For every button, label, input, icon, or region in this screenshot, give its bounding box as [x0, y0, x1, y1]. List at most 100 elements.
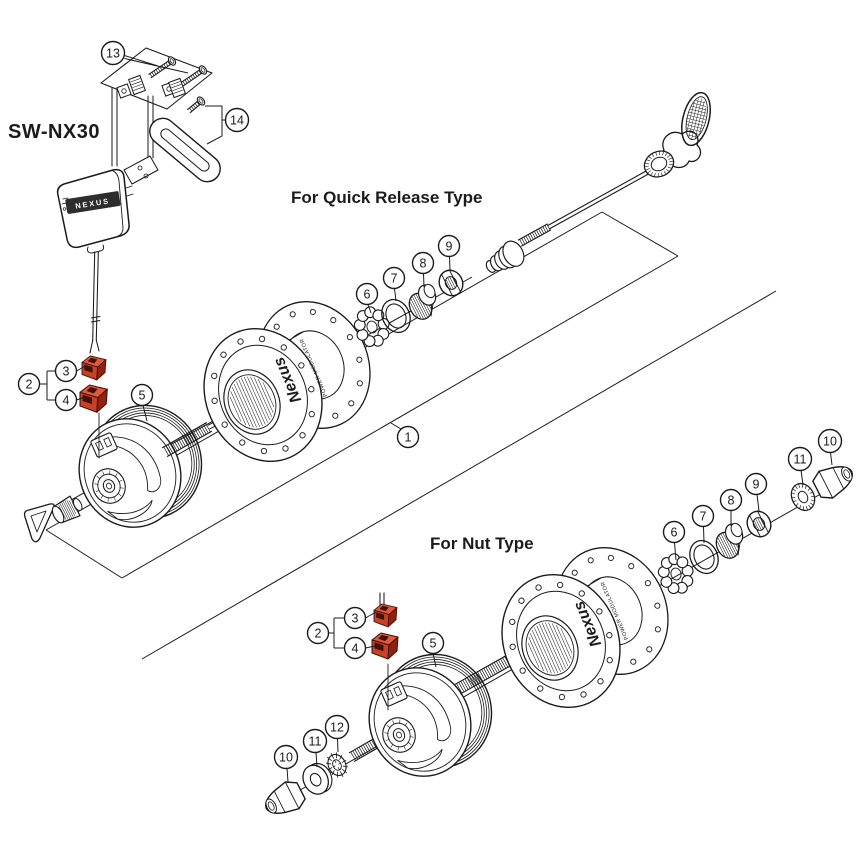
- ellipse: [444, 276, 458, 290]
- qr-plane-left-edge: [45, 529, 123, 579]
- line: [327, 767, 333, 770]
- nut-washer-left: [302, 762, 333, 795]
- line: [354, 749, 361, 759]
- line: [430, 303, 434, 317]
- line: [441, 273, 453, 297]
- line: [175, 439, 182, 449]
- connector-face: [379, 605, 389, 612]
- spoke-hole: [356, 380, 363, 387]
- leader-lines: [39, 55, 833, 783]
- line: [540, 227, 545, 235]
- spoke-hole: [578, 590, 585, 597]
- line: [479, 670, 486, 681]
- line: [810, 496, 815, 498]
- nut-star-washer: [325, 752, 349, 778]
- nut-type-assembly: [265, 466, 853, 814]
- square-nut-body: [116, 83, 132, 99]
- svg-text:7: 7: [700, 509, 707, 523]
- spoke-hole: [220, 351, 227, 358]
- line: [458, 681, 465, 693]
- line: [533, 230, 538, 238]
- callout-6-nut: 6: [662, 520, 686, 544]
- line: [157, 67, 161, 72]
- line: [757, 517, 764, 529]
- line: [653, 172, 656, 178]
- qr-hub-shell: [203, 301, 371, 463]
- line: [184, 79, 188, 84]
- line: [91, 316, 101, 319]
- line: [196, 427, 203, 438]
- mount-bolt: [137, 165, 143, 171]
- line: [182, 80, 186, 85]
- line: [644, 162, 650, 164]
- line: [552, 623, 570, 663]
- front-flange-recess: [516, 590, 606, 692]
- leader-7n: [703, 526, 705, 544]
- callout-10-left: 10: [273, 744, 299, 770]
- line: [538, 228, 543, 236]
- line: [196, 71, 200, 76]
- line: [531, 629, 552, 674]
- callout-11-nut: 11: [787, 446, 813, 472]
- line: [717, 537, 728, 558]
- line: [556, 625, 572, 659]
- line: [805, 506, 808, 511]
- svg-text:10: 10: [823, 434, 837, 448]
- line: [131, 81, 142, 86]
- spoke-hole: [282, 445, 289, 452]
- line: [200, 425, 207, 435]
- line: [749, 514, 761, 538]
- leader-3n: [365, 611, 377, 619]
- line: [695, 100, 706, 104]
- line: [663, 171, 667, 175]
- bracket-14: [205, 105, 223, 145]
- qr-plane-right-edge: [601, 211, 679, 257]
- line: [668, 164, 674, 166]
- line: [180, 437, 186, 447]
- svg-text:13: 13: [106, 46, 120, 60]
- callout-4-qr: 4: [54, 388, 78, 412]
- spoke-hole: [607, 554, 614, 561]
- bracket-arm-body: [149, 117, 221, 183]
- svg-text:4: 4: [352, 641, 359, 655]
- line: [685, 130, 700, 135]
- line: [809, 491, 814, 494]
- line: [489, 664, 496, 675]
- spoke-hole: [308, 386, 315, 393]
- line: [64, 500, 74, 518]
- line: [688, 111, 706, 117]
- line: [178, 438, 184, 448]
- line: [366, 742, 373, 752]
- quick-release-assembly: [23, 91, 711, 543]
- bearing-ball: [372, 309, 385, 322]
- line: [205, 422, 211, 433]
- spoke-hole: [211, 397, 218, 404]
- spoke-hole: [587, 557, 594, 564]
- serrated-plate-body: [167, 77, 187, 99]
- spoke-holes: [509, 581, 613, 701]
- line: [547, 163, 659, 226]
- callout-3-qr: 3: [54, 359, 78, 383]
- line: [238, 379, 260, 427]
- bearing-outer: [92, 468, 126, 504]
- line: [529, 233, 534, 240]
- leader-3: [76, 364, 88, 372]
- line: [62, 197, 69, 200]
- line: [132, 83, 143, 88]
- nut-type-title: For Nut Type: [430, 534, 534, 553]
- spoke-hole: [654, 626, 661, 633]
- spoke-hole: [299, 432, 306, 439]
- line: [194, 72, 198, 77]
- line: [470, 674, 477, 686]
- svg-text:3: 3: [352, 611, 359, 625]
- spoke-hole: [654, 602, 661, 609]
- svg-text:2: 2: [26, 377, 33, 391]
- line: [125, 185, 133, 189]
- spoke-hole: [630, 658, 637, 665]
- square-nut-hole: [121, 88, 127, 94]
- clamp-screw-a: [148, 56, 177, 79]
- spoke-hole: [260, 447, 268, 455]
- line: [198, 426, 205, 436]
- line: [542, 226, 547, 233]
